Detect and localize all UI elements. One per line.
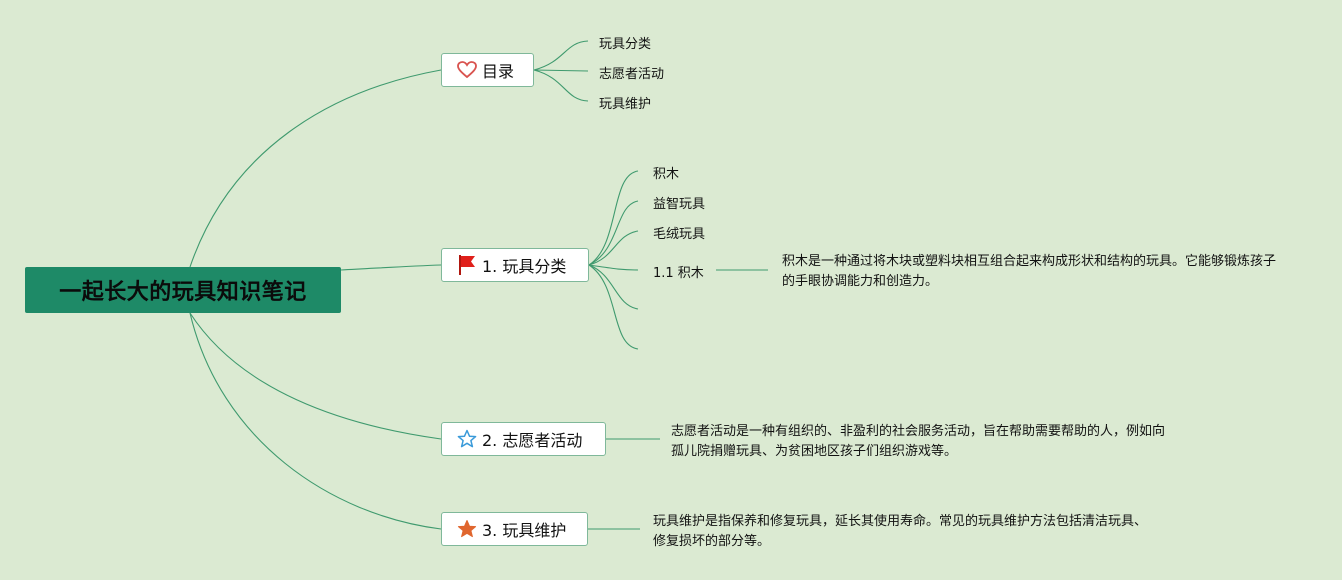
toc-item[interactable]: 志愿者活动 [599,67,665,82]
link-toc-1 [533,40,589,71]
link-cat-3 [588,230,639,266]
toc-item[interactable]: 玩具分类 [599,37,652,52]
link-cat-2 [588,200,639,266]
link-cat-5 [588,264,639,310]
topic-categories[interactable]: 1. 玩具分类 [441,248,589,282]
topic-volunteer-label: 2. 志愿者活动 [482,431,583,450]
topic-toc[interactable]: 目录 [441,53,534,87]
topic-categories-label: 1. 玩具分类 [482,257,567,276]
link-toc-2 [533,69,589,72]
topic-maintenance[interactable]: 3. 玩具维护 [441,512,588,546]
category-item[interactable]: 积木 [653,167,680,182]
link-root-volunteer [189,312,442,440]
link-root-categories [340,264,442,271]
maintenance-note: 玩具维护是指保养和修复玩具，延长其使用寿命。常见的玩具维护方法包括清洁玩具、修复… [653,514,1148,549]
link-cat-6 [588,264,639,350]
flag-icon [456,254,478,276]
link-toc-3 [533,69,589,102]
link-cat-4 [588,264,639,271]
categories-note: 积木是一种通过将木块或塑料块相互组合起来构成形状和结构的玩具。它能够锻炼孩子的手… [782,254,1277,289]
link-root-maintenance [189,312,442,530]
topic-toc-label: 目录 [482,62,515,81]
star-filled-icon [456,518,478,540]
root-topic[interactable]: 一起长大的玩具知识笔记 [25,267,341,313]
category-item[interactable]: 1.1 积木 [653,266,704,281]
link-root-toc [189,69,442,268]
topic-maintenance-label: 3. 玩具维护 [482,521,567,540]
category-item[interactable]: 益智玩具 [653,197,706,212]
topic-volunteer[interactable]: 2. 志愿者活动 [441,422,606,456]
category-item[interactable]: 毛绒玩具 [653,227,706,242]
root-title: 一起长大的玩具知识笔记 [59,280,307,305]
toc-item[interactable]: 玩具维护 [599,97,652,112]
link-cat-1 [588,170,639,266]
heart-icon [456,59,478,81]
volunteer-note: 志愿者活动是一种有组织的、非盈利的社会服务活动，旨在帮助需要帮助的人，例如向孤儿… [671,424,1166,459]
star-outline-icon [456,428,478,450]
